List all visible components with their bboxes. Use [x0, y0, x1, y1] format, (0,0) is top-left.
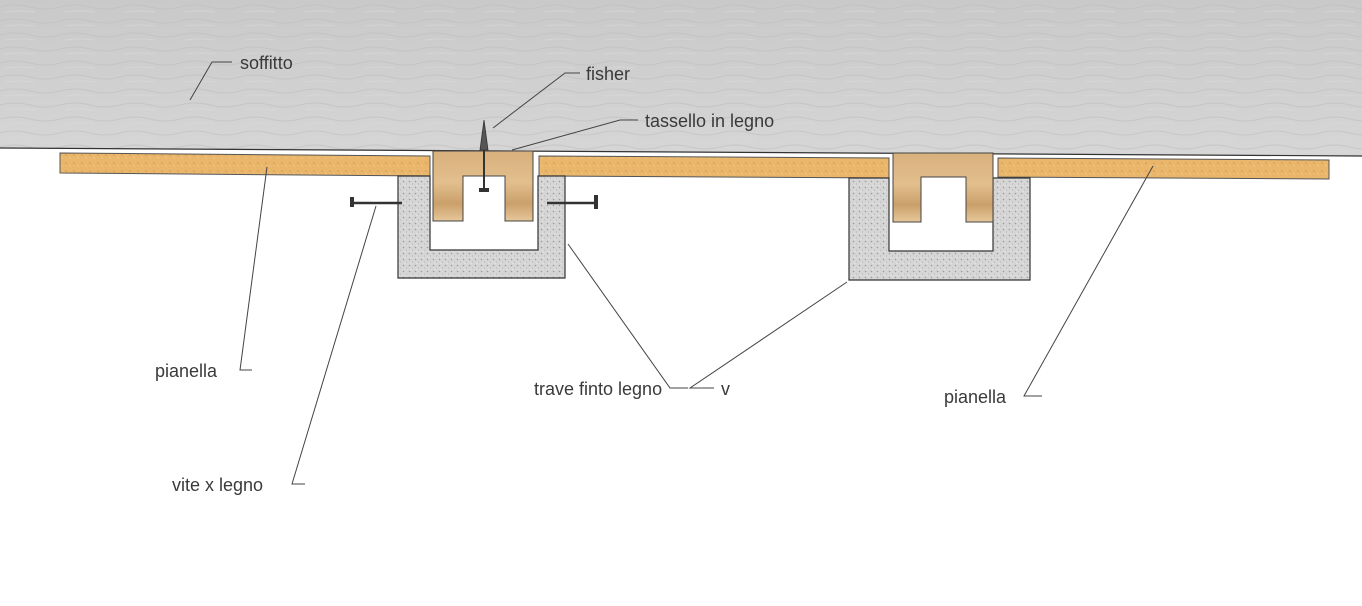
wood-block-left — [432, 150, 534, 222]
label-v: v — [721, 379, 730, 399]
label-trave: trave finto legno — [534, 379, 662, 399]
label-pianella-right: pianella — [944, 387, 1007, 407]
faux-wood-beam-left — [397, 175, 566, 279]
wood-screw-left-icon — [350, 197, 402, 207]
faux-wood-beam-right — [848, 177, 1031, 281]
label-soffitto: soffitto — [240, 53, 293, 73]
label-pianella-left: pianella — [155, 361, 218, 381]
plank-middle — [538, 155, 890, 179]
fisher-anchor-icon — [479, 119, 489, 192]
ceiling-slab — [0, 0, 1362, 157]
wood-block-right — [892, 152, 994, 223]
leader-lines — [189, 61, 1154, 485]
label-fisher: fisher — [586, 64, 630, 84]
wood-screw-right-icon — [547, 195, 598, 209]
label-tassello: tassello in legno — [645, 111, 774, 131]
label-vite: vite x legno — [172, 475, 263, 495]
plank-left — [59, 152, 431, 177]
plank-right — [997, 157, 1330, 180]
